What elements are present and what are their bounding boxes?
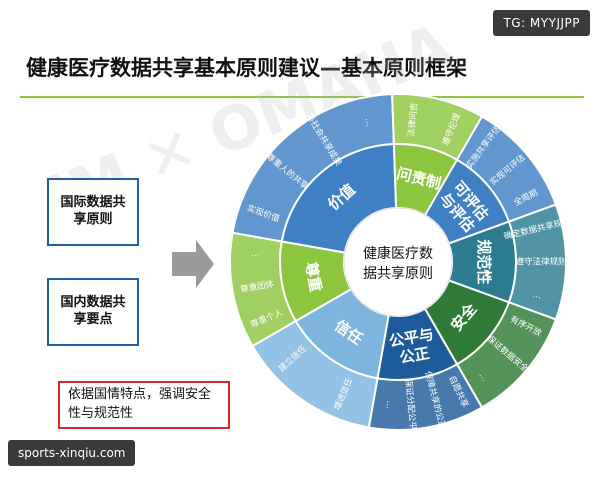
sector-5: 公平与公正自愿共享保障共享的公正保证分配公平… <box>367 307 484 431</box>
tg-badge: TG: MYYJJPP <box>493 10 590 36</box>
arrow-right-icon <box>172 240 214 288</box>
title-divider <box>20 96 584 98</box>
international-principles-box: 国际数据共享原则 <box>47 178 139 246</box>
domestic-principles-box: 国内数据共享要点 <box>47 278 139 346</box>
international-principles-label: 国际数据共享原则 <box>60 195 126 227</box>
sector-item-label: … <box>532 290 543 302</box>
page-title: 健康医疗数据共享基本原则建议—基本原则框架 <box>26 56 467 80</box>
sector-item-label: … <box>363 117 375 127</box>
sector-7: 尊重尊重个人尊重团体… <box>229 231 353 348</box>
sector-item-label: … <box>251 249 260 259</box>
note-box: 依据国情特点，强调安全性与规范性 <box>58 381 230 429</box>
sector-item-label: 法律问责 <box>406 102 421 137</box>
sector-item-label: … <box>381 400 392 409</box>
note-text: 依据国情特点，强调安全性与规范性 <box>68 387 212 421</box>
sector-label: 规范性 <box>476 239 494 284</box>
bottom-watermark: sports-xinqiu.com <box>8 440 136 466</box>
sector-item-label: 遵守法律规则 <box>515 257 566 268</box>
center-circle <box>343 207 453 317</box>
sector-label: 尊重 <box>302 261 325 294</box>
domestic-principles-label: 国内数据共享要点 <box>60 295 126 327</box>
center-label: 健康医疗数据共享原则 <box>363 245 433 282</box>
sector-item-label: 保证分配公平 <box>403 379 418 431</box>
